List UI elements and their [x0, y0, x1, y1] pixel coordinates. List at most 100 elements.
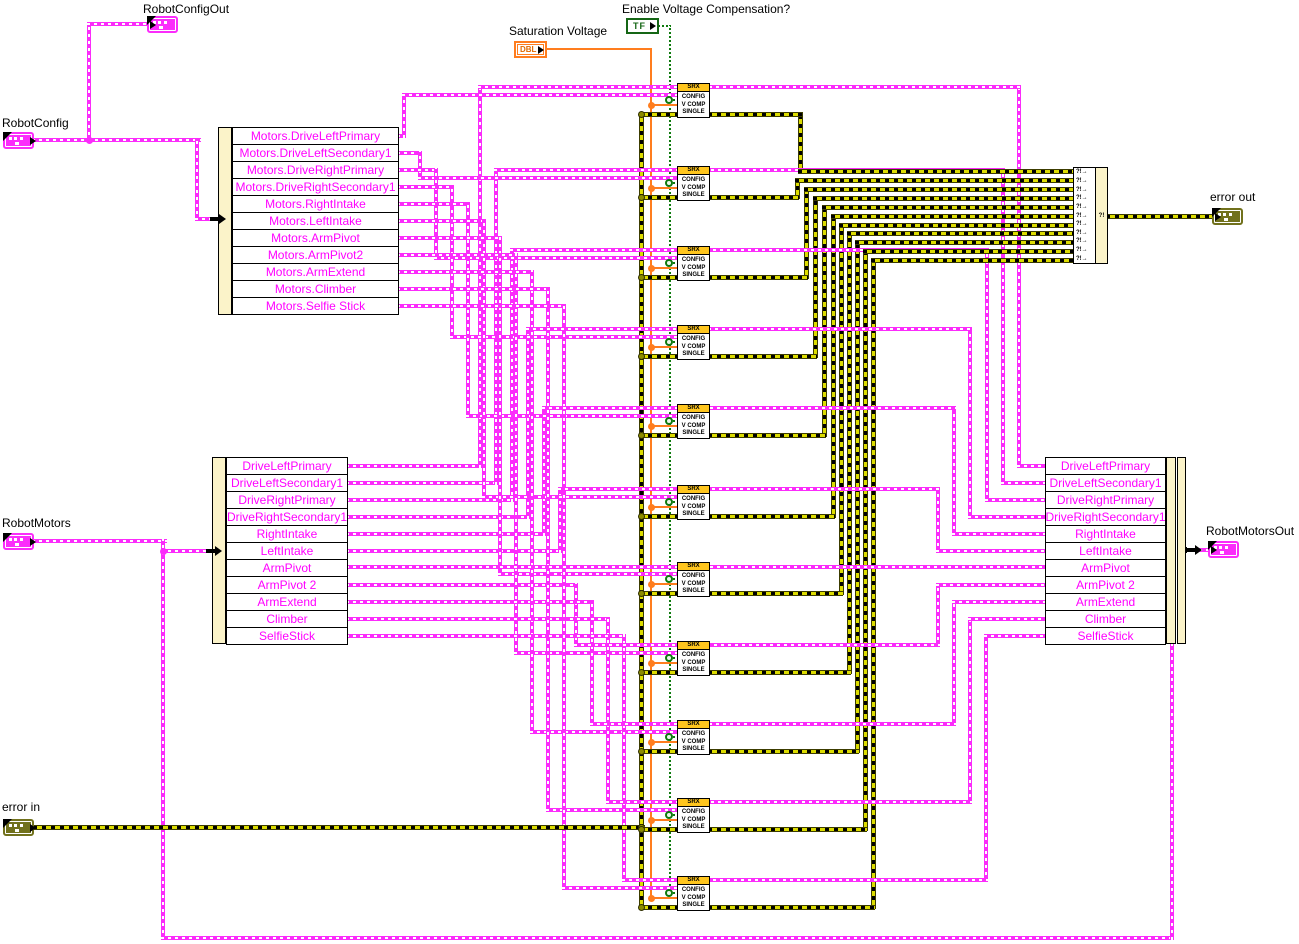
motors-bundle-row[interactable]: LeftIntake: [1045, 542, 1166, 560]
cluster-wire[interactable]: [936, 549, 1047, 553]
cluster-wire[interactable]: [346, 498, 514, 502]
error-wire[interactable]: [708, 433, 826, 438]
cluster-wire[interactable]: [482, 219, 486, 499]
merge-errors-input-row[interactable]: ?!→: [1076, 195, 1088, 202]
config-unbundle-row[interactable]: Motors.ArmPivot2: [232, 246, 399, 264]
error-wire[interactable]: [822, 205, 827, 437]
error-wire[interactable]: [831, 214, 836, 518]
error-wire[interactable]: [855, 240, 860, 753]
numeric-wire[interactable]: [650, 819, 678, 821]
motors-bundle-row[interactable]: DriveRightSecondary1: [1045, 508, 1166, 526]
merge-errors-input-row[interactable]: ?!→: [1076, 169, 1088, 176]
error-wire[interactable]: [804, 187, 1075, 192]
cluster-wire[interactable]: [542, 406, 546, 536]
cluster-wire[interactable]: [498, 572, 679, 576]
cluster-wire[interactable]: [526, 327, 530, 519]
cluster-wire[interactable]: [558, 487, 562, 553]
motors-bundle-row[interactable]: DriveLeftSecondary1: [1045, 474, 1166, 492]
cluster-wire[interactable]: [397, 236, 502, 240]
error-wire[interactable]: [639, 433, 679, 438]
cluster-wire[interactable]: [1170, 644, 1174, 940]
cluster-wire[interactable]: [494, 168, 1005, 172]
error-wire[interactable]: [813, 196, 1075, 201]
boolean-wire[interactable]: [669, 814, 678, 816]
cluster-wire[interactable]: [195, 138, 199, 221]
cluster-wire[interactable]: [402, 93, 679, 97]
robotmotors-terminal[interactable]: [3, 533, 36, 550]
robotconfig-terminal[interactable]: [3, 132, 36, 149]
cluster-wire[interactable]: [1017, 464, 1047, 468]
error-wire[interactable]: [639, 195, 679, 200]
error-wire[interactable]: [795, 178, 1075, 183]
motors-unbundle-row[interactable]: DriveLeftPrimary: [226, 457, 348, 475]
cluster-wire[interactable]: [985, 248, 989, 502]
boolean-wire[interactable]: [669, 501, 678, 503]
error-wire[interactable]: [708, 195, 799, 200]
error-wire[interactable]: [708, 591, 843, 596]
error-wire[interactable]: [798, 112, 803, 173]
error-wire[interactable]: [639, 827, 679, 832]
numeric-wire[interactable]: [650, 506, 678, 508]
error-wire[interactable]: [863, 249, 868, 831]
cluster-wire[interactable]: [397, 168, 438, 172]
cluster-wire[interactable]: [346, 634, 626, 638]
cluster-wire[interactable]: [562, 886, 679, 890]
boolean-wire[interactable]: [669, 657, 678, 659]
cluster-wire[interactable]: [606, 617, 610, 804]
error-wire[interactable]: [871, 258, 876, 909]
motors-unbundle-row[interactable]: ArmPivot 2: [226, 576, 348, 594]
cluster-wire[interactable]: [498, 236, 502, 576]
cluster-wire[interactable]: [530, 730, 679, 734]
error-wire[interactable]: [639, 112, 679, 117]
motors-bundle-row[interactable]: DriveLeftPrimary: [1045, 457, 1166, 475]
motors-unbundle-row[interactable]: SelfieStick: [226, 627, 348, 645]
cluster-wire[interactable]: [434, 256, 679, 260]
cluster-wire[interactable]: [968, 617, 1047, 621]
numeric-wire[interactable]: [650, 583, 678, 585]
cluster-wire[interactable]: [526, 327, 972, 331]
boolean-wire[interactable]: [669, 578, 678, 580]
cluster-wire[interactable]: [346, 549, 562, 553]
cluster-wire[interactable]: [346, 617, 610, 621]
cluster-wire[interactable]: [87, 22, 149, 26]
error-wire[interactable]: [708, 827, 867, 832]
motors-bundle-row[interactable]: DriveRightPrimary: [1045, 491, 1166, 509]
cluster-wire[interactable]: [346, 481, 498, 485]
error-wire[interactable]: [639, 591, 679, 596]
boolean-wire[interactable]: [669, 182, 678, 184]
cluster-wire[interactable]: [590, 600, 594, 726]
error-wire[interactable]: [639, 112, 644, 909]
error-wire[interactable]: [639, 354, 679, 359]
error-wire[interactable]: [708, 670, 851, 675]
cluster-wire[interactable]: [397, 253, 518, 257]
merge-errors-input-row[interactable]: ?!→: [1076, 186, 1088, 193]
config-unbundle-row[interactable]: Motors.LeftIntake: [232, 212, 399, 230]
merge-errors-input-row[interactable]: ?!→: [1076, 255, 1088, 262]
motors-bundle-row[interactable]: ArmPivot: [1045, 559, 1166, 577]
cluster-wire[interactable]: [574, 643, 940, 647]
cluster-wire[interactable]: [418, 151, 422, 180]
cluster-wire[interactable]: [514, 651, 679, 655]
error-wire[interactable]: [639, 670, 679, 675]
error-wire[interactable]: [822, 205, 1075, 210]
enable-vcomp-terminal[interactable]: TF: [626, 18, 659, 34]
motors-bundle-row[interactable]: RightIntake: [1045, 525, 1166, 543]
error-wire[interactable]: [708, 514, 835, 519]
cluster-wire[interactable]: [397, 219, 486, 223]
cluster-wire[interactable]: [985, 498, 1047, 502]
numeric-wire[interactable]: [650, 662, 678, 664]
motors-unbundle-row[interactable]: DriveRightPrimary: [226, 491, 348, 509]
numeric-wire[interactable]: [650, 897, 678, 899]
motors-unbundle-row[interactable]: ArmPivot: [226, 559, 348, 577]
cluster-wire[interactable]: [1017, 85, 1021, 468]
cluster-wire[interactable]: [1001, 168, 1005, 485]
cluster-wire[interactable]: [397, 304, 566, 308]
cluster-wire[interactable]: [952, 600, 956, 726]
cluster-wire[interactable]: [478, 85, 482, 468]
cluster-wire[interactable]: [968, 617, 972, 804]
